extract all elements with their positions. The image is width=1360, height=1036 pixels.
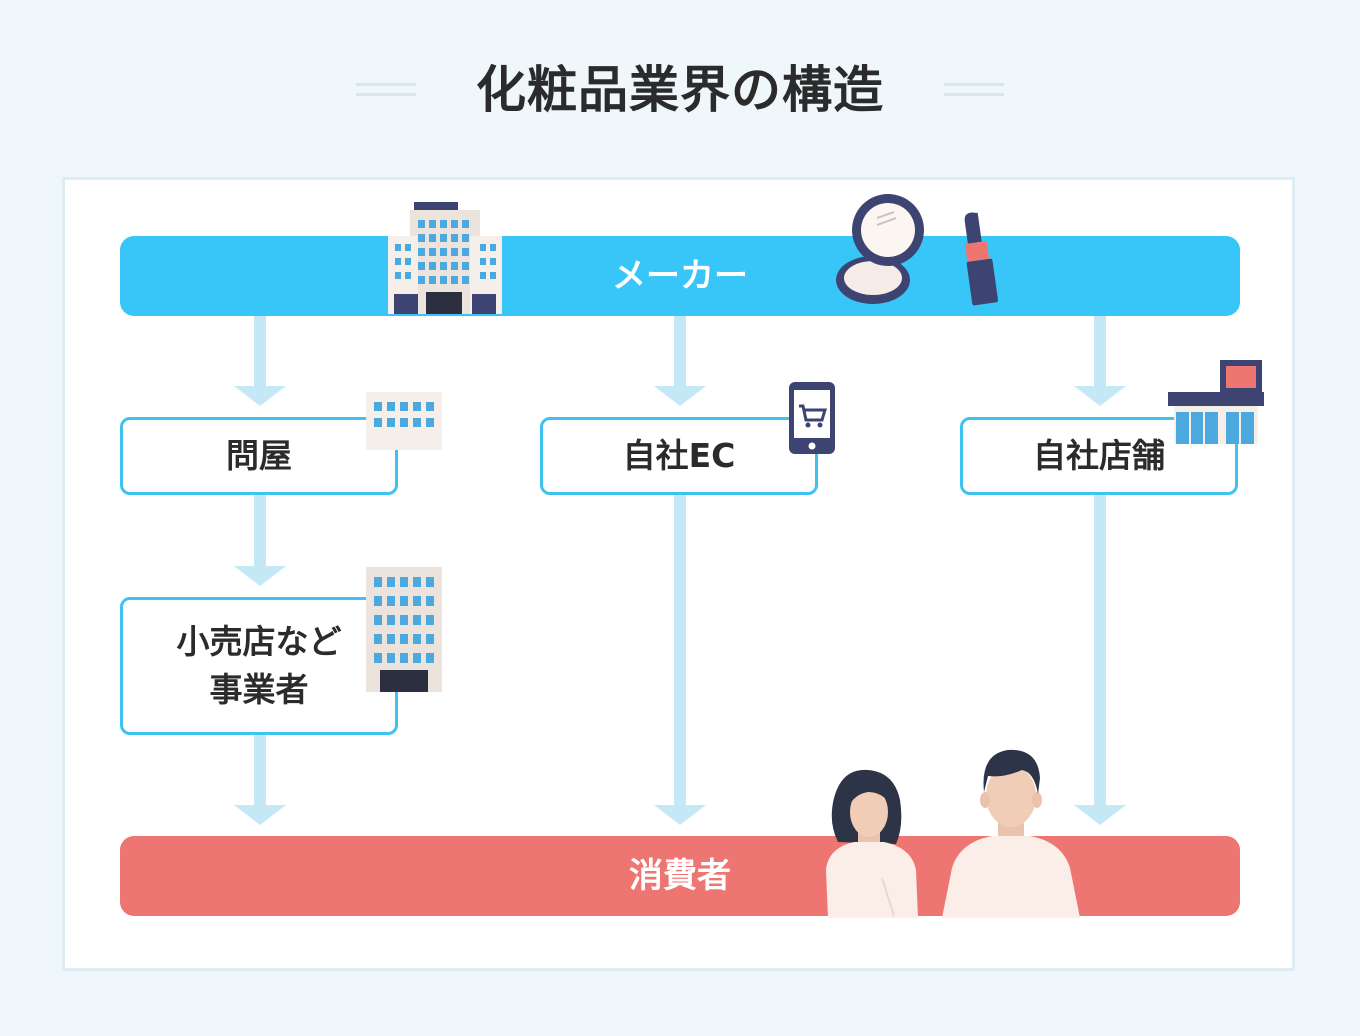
arrow-head-store-to-consumer bbox=[1074, 805, 1126, 825]
office-building-icon bbox=[388, 202, 502, 314]
smartphone-cart-icon bbox=[789, 382, 835, 454]
retailer-label-line1: 小売店など bbox=[176, 622, 342, 661]
wholesaler-label: 問屋 bbox=[226, 436, 292, 475]
maker-bar: メーカー bbox=[120, 236, 1240, 316]
own-store-label: 自社店舗 bbox=[1033, 436, 1165, 475]
arrow-wholesaler-to-retailer bbox=[254, 495, 266, 568]
lipstick-icon bbox=[964, 212, 999, 306]
arrow-head-ec-to-consumer bbox=[654, 805, 706, 825]
arrow-head-maker-to-wholesaler bbox=[234, 386, 286, 406]
title-decoration-right bbox=[944, 83, 1004, 97]
arrow-maker-to-store bbox=[1094, 316, 1106, 388]
arrow-maker-to-wholesaler bbox=[254, 316, 266, 388]
own-ec-label: 自社EC bbox=[622, 436, 736, 475]
wholesaler-node: 問屋 bbox=[120, 417, 398, 495]
arrow-store-to-consumer bbox=[1094, 495, 1106, 807]
retailer-node: 小売店など 事業者 bbox=[120, 597, 398, 735]
arrow-ec-to-consumer bbox=[674, 495, 686, 807]
arrow-head-maker-to-store bbox=[1074, 386, 1126, 406]
arrow-head-maker-to-ec bbox=[654, 386, 706, 406]
convenience-store-icon bbox=[1168, 360, 1264, 444]
arrow-head-wholesaler-to-retailer bbox=[234, 566, 286, 586]
title-area: 化粧品業界の構造 bbox=[0, 50, 1360, 130]
own-ec-node: 自社EC bbox=[540, 417, 818, 495]
page-title: 化粧品業界の構造 bbox=[476, 61, 884, 119]
retailer-label-line2: 事業者 bbox=[209, 670, 309, 709]
arrow-retailer-to-consumer bbox=[254, 735, 266, 807]
compact-powder-icon bbox=[836, 194, 924, 304]
woman-icon bbox=[826, 769, 918, 918]
small-building-icon bbox=[366, 392, 442, 450]
tall-building-icon bbox=[366, 567, 442, 692]
title-decoration-left bbox=[356, 83, 416, 97]
man-icon bbox=[942, 749, 1080, 918]
arrow-maker-to-ec bbox=[674, 316, 686, 388]
arrow-head-retailer-to-consumer bbox=[234, 805, 286, 825]
